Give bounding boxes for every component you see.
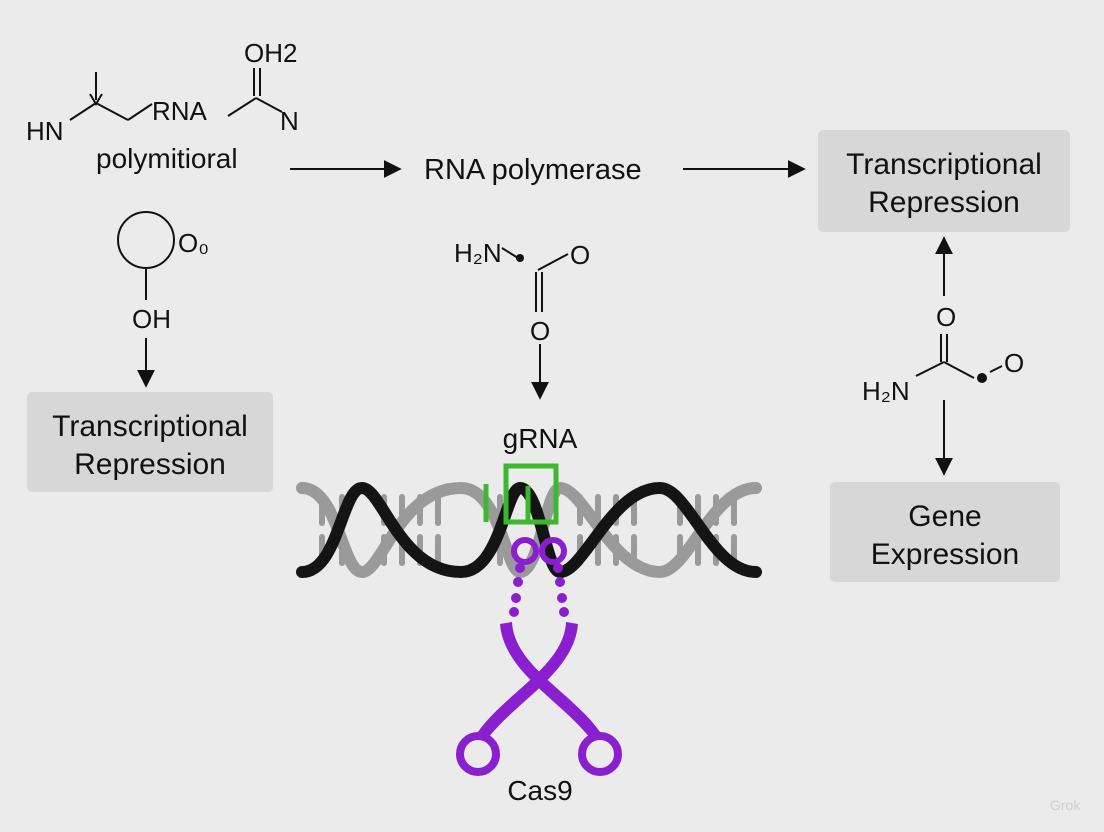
cas9-dotted-line-left [509,563,525,617]
box-transcriptional-repression-top: Transcriptional Repression [818,130,1070,232]
o0-label: O₀ [178,228,209,258]
center-o-right-label: O [570,240,590,270]
polymitioral-label: polymitioral [96,143,238,174]
left-molecule: O₀ OH [117,211,209,334]
center-molecule: H₂N O O [454,238,590,360]
oh-label: OH [132,304,171,334]
box-left-line2: Repression [74,448,226,481]
right-h2n-label: H₂N [862,376,910,406]
hn-label: HN [26,116,64,146]
box-top-right-line1: Transcriptional [846,148,1042,181]
right-o-right-label: O [1004,348,1024,378]
grna-target-marker [483,463,559,525]
box-left-line1: Transcriptional [52,410,248,443]
dna-strand-dark [296,481,762,579]
box-gene-expression: Gene Expression [830,482,1060,582]
watermark: Grok [1050,797,1081,813]
cas9-scissors-icon [456,622,622,776]
box-top-right-line2: Repression [868,186,1020,219]
box-bottom-right-line2: Expression [871,538,1019,571]
cas9-label: Cas9 [507,775,572,806]
box-bottom-right-line1: Gene [908,500,981,533]
top-left-molecule: HN RNA OH2 N polymitioral [26,38,299,174]
right-o-top-label: O [936,302,956,332]
rna-label: RNA [152,96,208,126]
oh2-label: OH2 [244,38,297,68]
center-o-bottom-label: O [530,316,550,346]
center-h2n-label: H₂N [454,238,502,268]
box-transcriptional-repression-left: Transcriptional Repression [27,392,273,492]
cas9-dotted-line-right [553,563,569,617]
right-molecule: O H₂N O [862,302,1024,420]
rna-polymerase-label: RNA polymerase [424,154,642,186]
n-label: N [280,106,299,136]
grna-label: gRNA [503,423,578,454]
cas9-knot [511,537,567,565]
